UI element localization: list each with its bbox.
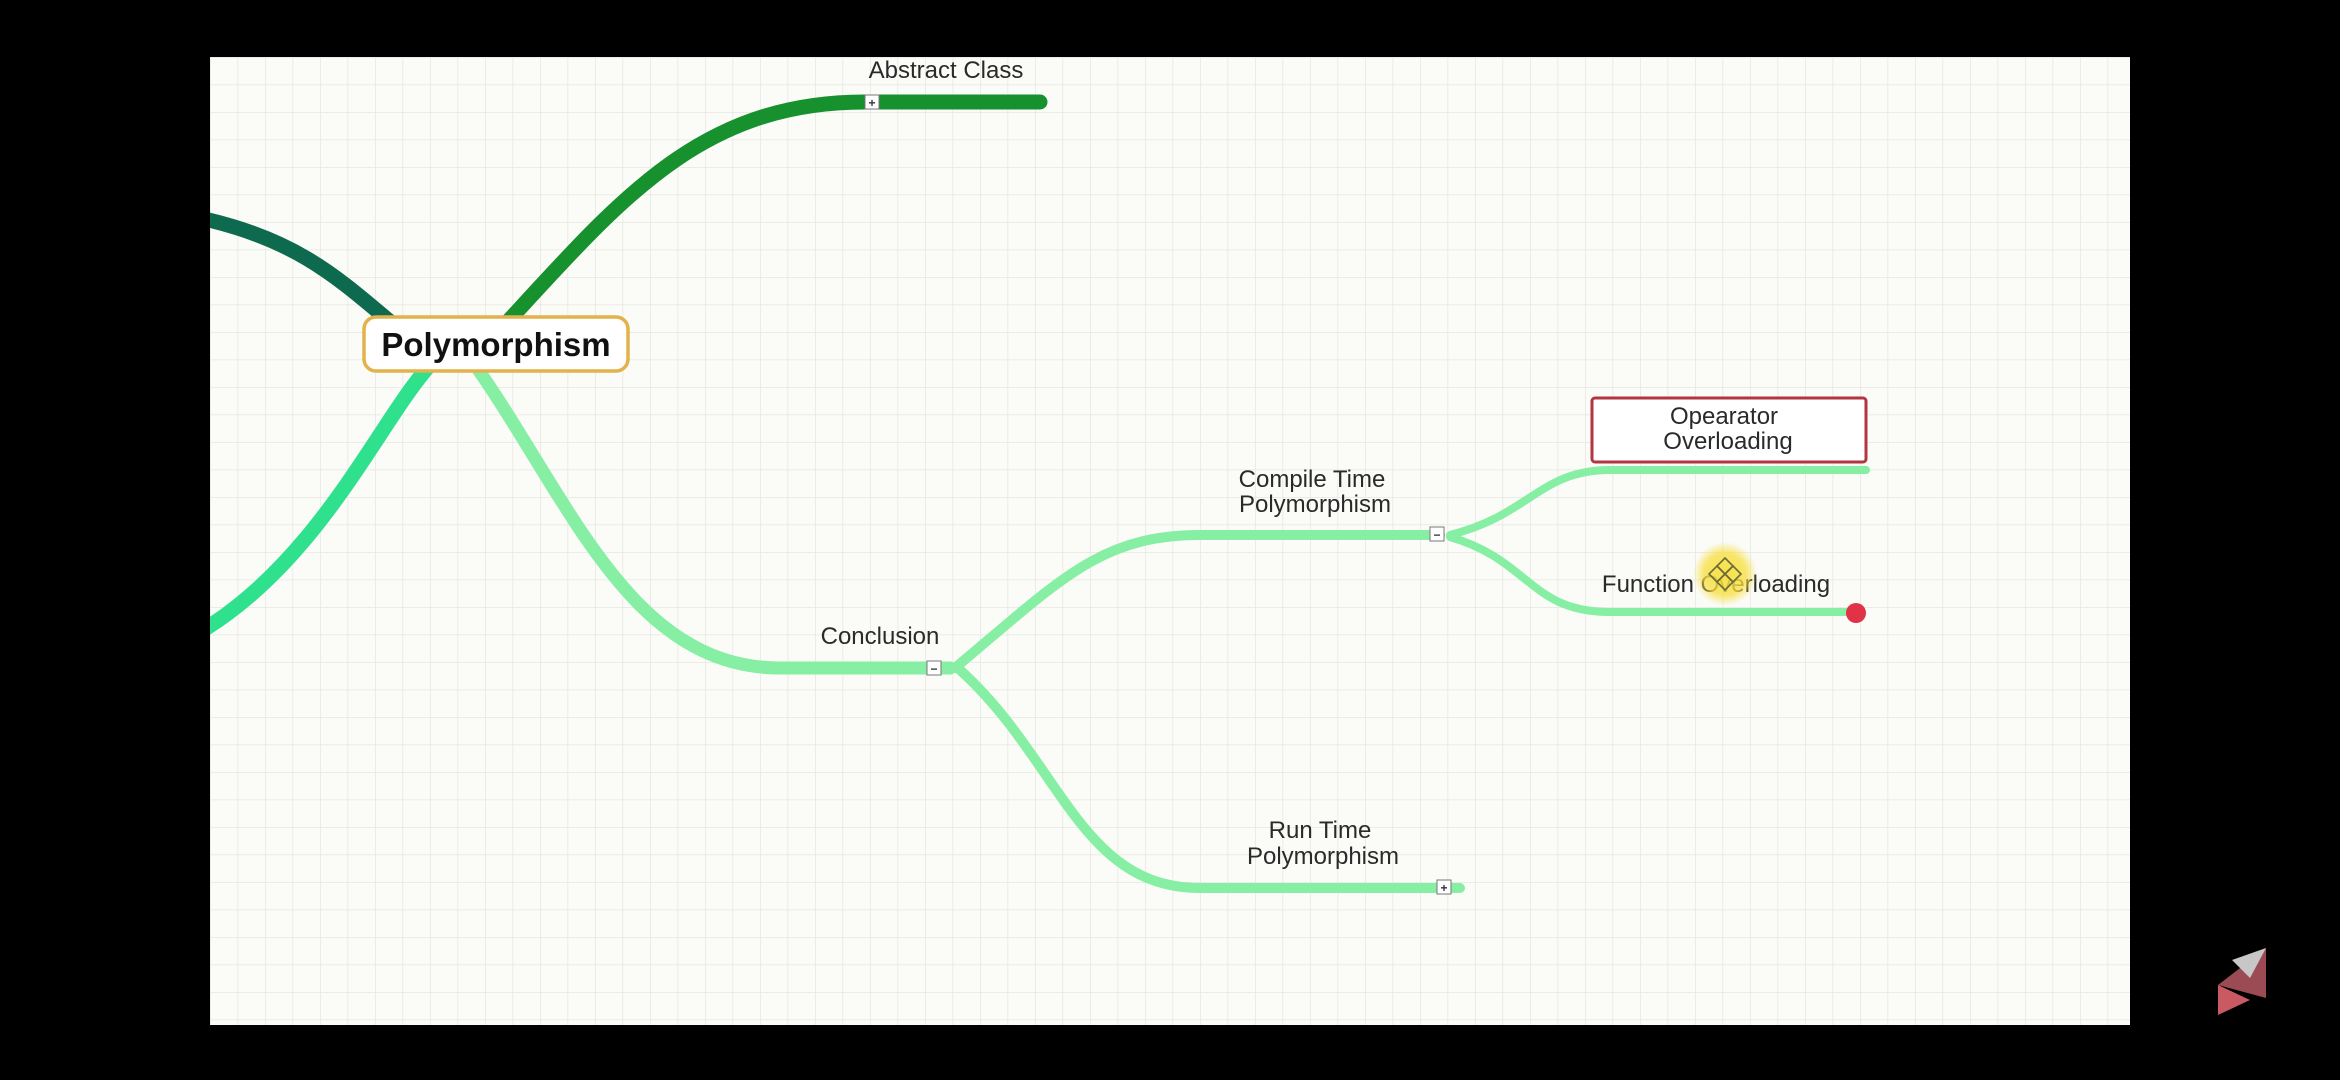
play-logo-icon [2218,948,2266,1015]
node-abstract-class[interactable]: Abstract Class [869,57,1024,84]
node-compile-time-line1: Compile Time [1239,466,1386,493]
branch-operator-overloading [1446,466,1870,539]
branch-compile-time [950,530,1445,673]
toggle-compile-time-sign: − [1433,528,1440,542]
node-run-time-line2: Polymorphism [1247,843,1399,870]
toggle-abstract-class[interactable]: + [864,94,880,110]
node-compile-time-polymorphism[interactable]: Compile Time Polymorphism [1239,466,1391,518]
branch-function-overloading [1446,533,1859,616]
toggle-conclusion[interactable]: − [926,660,942,676]
node-operator-line1: Opearator [1670,403,1778,430]
selection-border [1590,396,1868,464]
branch-bright-green [210,357,438,635]
toggle-compile-time[interactable]: − [1429,526,1445,542]
toggle-run-time[interactable]: + [1436,879,1452,895]
node-conclusion[interactable]: Conclusion [821,623,940,650]
move-cursor-icon [1693,542,1757,606]
toggle-abstract-class-sign: + [868,96,875,110]
end-marker-dot[interactable] [1846,603,1866,623]
root-node-label: Polymorphism [381,326,610,363]
branch-dark-teal [210,212,408,338]
node-run-time-line1: Run Time [1269,817,1372,844]
branch-abstract-class [492,94,1048,338]
toggle-run-time-sign: + [1440,881,1447,895]
branch-run-time [955,665,1465,893]
toggle-conclusion-sign: − [930,662,937,676]
root-node-polymorphism[interactable]: Polymorphism [362,315,630,373]
node-operator-line2: Overloading [1663,428,1792,455]
node-run-time-polymorphism[interactable]: Run Time Polymorphism [1247,817,1399,870]
branch-conclusion [468,358,957,675]
node-operator-overloading[interactable]: Opearator Overloading [1590,396,1868,464]
node-compile-time-line2: Polymorphism [1239,491,1391,518]
